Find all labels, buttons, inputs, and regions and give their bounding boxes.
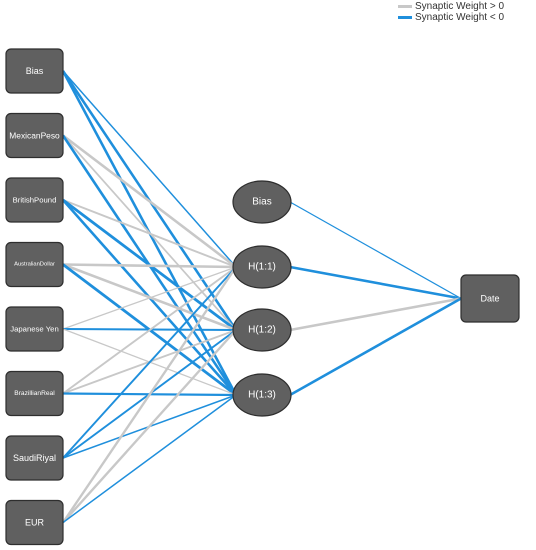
connection-in3-h2	[62, 263, 237, 332]
output-node-0: Date	[460, 274, 520, 323]
hidden-node-2: H(1:2)	[232, 308, 292, 352]
input-node-7-label: EUR	[25, 518, 45, 528]
input-node-2-box	[5, 177, 64, 223]
input-node-3-box	[5, 241, 64, 288]
connection-in7-h1	[62, 266, 237, 524]
legend-positive-label: Synaptic Weight > 0	[415, 1, 505, 12]
input-node-2: BritishPound	[5, 177, 64, 223]
connection-in7-h2	[62, 329, 237, 524]
input-node-5-box	[5, 370, 64, 417]
input-node-6-box	[5, 435, 64, 481]
legend-positive-swatch	[398, 5, 412, 8]
hidden-node-3: H(1:3)	[232, 373, 292, 417]
connection-in1-h1	[62, 134, 237, 269]
connection-in7-h3	[62, 394, 237, 524]
connection-in5-h1	[62, 266, 237, 395]
hidden-node-1-ellipse	[232, 245, 292, 289]
input-node-3-label: AustralianDollar	[14, 262, 55, 268]
connection-in6-h1	[62, 266, 237, 459]
output-node-0-label: Date	[480, 294, 499, 304]
input-node-7-box	[5, 499, 64, 546]
connections-layer	[61, 70, 462, 524]
hidden-node-0: Bias	[232, 180, 292, 224]
hidden-node-0-label: Bias	[252, 197, 271, 208]
hidden-node-2-ellipse	[232, 308, 292, 352]
connection-in0-h1	[62, 70, 237, 268]
input-node-4: Japanese Yen	[5, 306, 64, 352]
connection-in2-h1	[62, 199, 237, 268]
input-node-2-label: BritishPound	[13, 196, 57, 205]
connection-h2-out	[289, 297, 462, 332]
hidden-node-0-ellipse	[232, 180, 292, 224]
input-node-0-box	[5, 48, 64, 94]
input-node-3: AustralianDollar	[5, 241, 64, 288]
output-node-0-box	[460, 274, 520, 323]
connection-in3-h1	[62, 263, 237, 269]
nodes-layer: BiasMexicanPesoBritishPoundAustralianDol…	[5, 48, 520, 546]
hidden-node-3-ellipse	[232, 373, 292, 417]
input-node-6-label: SaudiRiyal	[13, 453, 56, 463]
hidden-node-3-label: H(1:3)	[248, 390, 276, 401]
input-node-0-label: Bias	[26, 66, 44, 76]
input-node-5-label: BrazillianReal	[14, 390, 55, 397]
legend-negative-swatch	[398, 16, 412, 19]
connection-hb-out	[289, 201, 462, 300]
connection-h1-out	[289, 265, 462, 300]
input-node-1-box	[5, 112, 64, 159]
input-node-5: BrazillianReal	[5, 370, 64, 417]
input-node-4-box	[5, 306, 64, 352]
input-node-1: MexicanPeso	[5, 112, 64, 159]
input-node-6: SaudiRiyal	[5, 435, 64, 481]
legend: Synaptic Weight > 0 Synaptic Weight < 0	[398, 1, 536, 23]
hidden-node-1-label: H(1:1)	[248, 262, 276, 273]
input-node-4-label: Japanese Yen	[10, 325, 59, 334]
legend-positive: Synaptic Weight > 0	[398, 1, 536, 12]
input-node-7: EUR	[5, 499, 64, 546]
connection-in4-h1	[62, 266, 237, 330]
legend-negative: Synaptic Weight < 0	[398, 12, 536, 23]
input-node-0: Bias	[5, 48, 64, 94]
input-node-1-label: MexicanPeso	[9, 131, 60, 141]
hidden-node-1: H(1:1)	[232, 245, 292, 289]
legend-negative-label: Synaptic Weight < 0	[415, 12, 505, 23]
hidden-node-2-label: H(1:2)	[248, 325, 276, 336]
connection-h3-out	[289, 297, 462, 397]
